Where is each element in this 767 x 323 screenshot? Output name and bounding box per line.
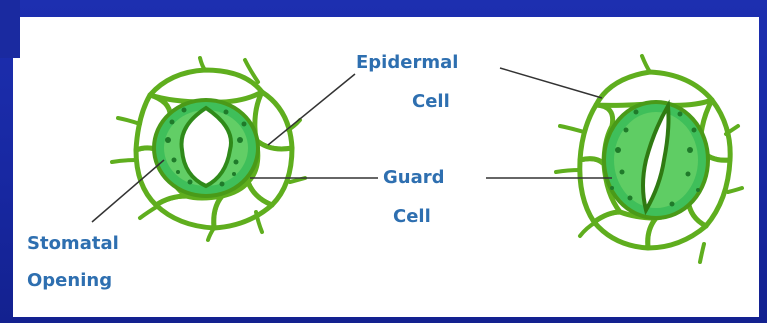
guard-cell-label-line2: Cell — [393, 206, 431, 228]
closed-stoma-icon — [556, 56, 742, 262]
epidermal-leader-right — [500, 68, 602, 98]
stomatal-opening-label-line2: Opening — [27, 270, 112, 292]
epidermal-cell-label-line2: Cell — [412, 91, 450, 113]
open-stoma-icon — [112, 58, 305, 240]
stomatal-opening-label-line1: Stomatal — [27, 233, 119, 255]
guard-cell-label-line1: Guard — [383, 167, 445, 189]
epidermal-cell-label-line1: Epidermal — [356, 52, 458, 74]
